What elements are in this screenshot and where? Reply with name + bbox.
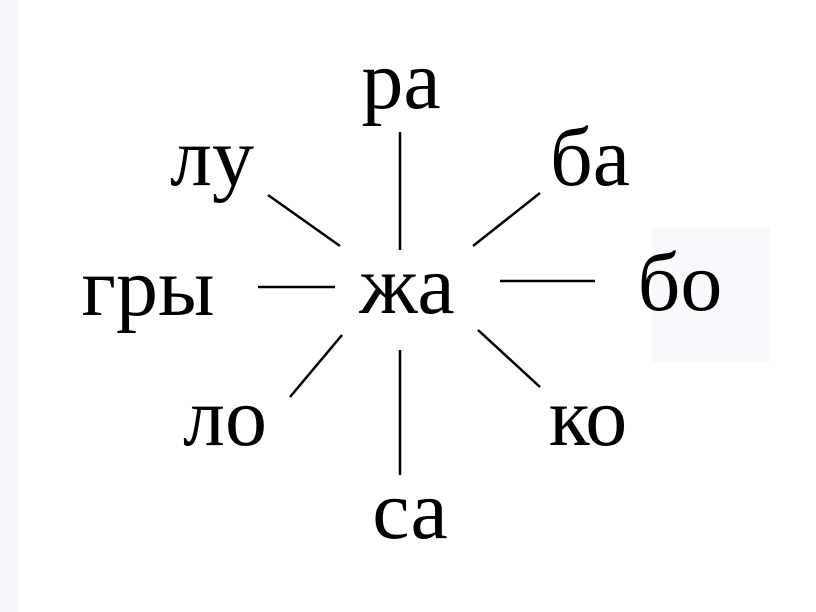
connector-bottom-left xyxy=(289,334,343,398)
connector-top-left xyxy=(267,193,341,248)
left-edge-strip xyxy=(0,0,18,612)
syllable-bottom-left: ло xyxy=(183,371,267,464)
syllable-top-right: ба xyxy=(550,111,630,204)
connector-bottom-right xyxy=(477,329,541,388)
syllable-left: гры xyxy=(82,241,215,334)
syllable-top: ра xyxy=(361,34,440,127)
syllable-top-left: лу xyxy=(170,111,254,204)
connector-top-right xyxy=(472,192,541,247)
center-syllable: жа xyxy=(358,239,454,332)
background-panel xyxy=(652,228,770,362)
syllable-bottom: са xyxy=(372,464,448,557)
syllable-bottom-right: ко xyxy=(549,371,628,464)
syllable-right: бо xyxy=(638,236,723,329)
